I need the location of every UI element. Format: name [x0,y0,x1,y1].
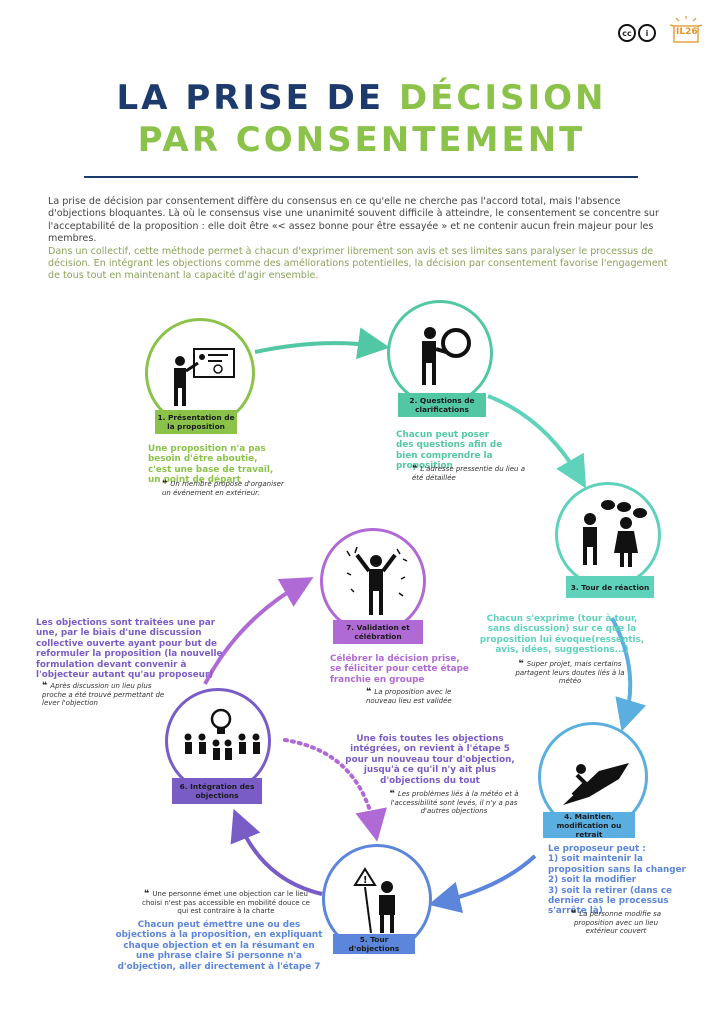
title-divider [84,176,638,178]
lightbulb-group-icon [184,708,260,760]
step-1-description: Une proposition n'a pas besoin d'être ab… [148,444,274,486]
step-2-quote-text: L'adresse pressentie du lieu a été détai… [412,465,526,482]
step-7-description: Célébrer la décision prise, se féliciter… [330,654,469,685]
magnifier-person-icon [422,327,471,385]
arrow-5-to-6 [230,808,323,896]
warning-sign-person-icon: ! [353,867,395,934]
step-7-circle [320,528,426,634]
step-5-quote: ❝Une personne émet une objection car le … [140,890,312,916]
step-3-description: Chacun s'exprime (tour à tour, sans disc… [479,614,645,656]
logo: IL26 [666,16,706,46]
step-2-description: Chacun peut poser des questions afin de … [396,430,503,472]
quote-icon: ❝ [162,479,168,489]
arrow-6-to-7 [203,577,314,685]
step-1-quote: ❝Un membre propose d'organiser un événem… [162,480,284,497]
license-badge: cc i [618,24,656,42]
title-part-green: DÉCISION [398,78,607,118]
quote-icon: ❝ [144,889,150,899]
quote-icon: ❝ [412,464,418,474]
page-title-line2: PAR CONSENTEMENT [137,120,586,160]
quote-icon: ❝ [366,687,372,697]
creative-commons-icon: cc [618,24,636,42]
quote-icon: ❝ [518,659,524,669]
step-6-quote: ❝Après discussion un lieu plus proche a … [42,682,166,708]
step-4-option-3: 3) soit la retirer (dans ce dernier cas … [548,885,673,917]
step-7-quote: ❝La proposition avec le nouveau lieu est… [366,688,476,705]
intro-text: La prise de décision par consentement di… [48,196,678,283]
step-3-circle [555,482,661,588]
step-1-label: 1. Présentation de la proposition [155,410,237,434]
discussion-people-icon [583,500,647,567]
step-3-label: 3. Tour de réaction [566,576,654,598]
page-title: LA PRISE DE DÉCISION [0,78,723,118]
loop-quote-text: Les problèmes liés à la météo et à l'acc… [390,790,519,816]
intro-paragraph-2: Dans un collectif, cette méthode permet … [48,245,668,282]
step-1-circle [145,318,255,428]
step-4-desc-intro: Le proposeur peut : [548,844,646,854]
logo-text: IL26 [676,27,698,37]
step-5-description: Chacun peut émettre une ou des objection… [115,920,323,972]
quote-icon: ❝ [389,789,395,799]
step-5-label: 5. Tour d'objections [333,934,415,954]
loop-description: Une fois toutes les objections intégrées… [345,734,515,786]
step-2-quote: ❝L'adresse pressentie du lieu a été déta… [412,465,532,482]
step-4-quote: ❝La personne modifie sa proposition avec… [560,910,672,936]
step-3-quote: ❝Super projet, mais certains partagent l… [510,660,630,686]
step-6-quote-text: Après discussion un lieu plus proche a é… [42,682,165,708]
celebration-person-icon [346,546,408,615]
arrow-3-to-4 [610,617,647,732]
step-6-label: 6. Intégration des objections [172,778,262,804]
step-4-option-2: 2) soit la modifier [548,875,637,886]
step-4-description: Le proposeur peut : 1) soit maintenir la… [548,844,698,917]
arrow-2-to-3 [487,394,587,489]
intro-paragraph-1: La prise de décision par consentement di… [48,196,659,245]
quote-icon: ❝ [570,909,577,919]
climber-icon [563,763,629,805]
arrow-1-to-2 [254,327,390,360]
step-7-label: 7. Validation et célébration [333,620,423,644]
presenter-icon [174,348,235,406]
step-6-description: Les objections sont traitées une par une… [36,618,223,681]
step-4-quote-text: La personne modifie sa proposition avec … [573,910,662,936]
step-7-quote-text: La proposition avec le nouveau lieu est … [366,688,452,705]
loop-quote: ❝Les problèmes liés à la météo et à l'ac… [384,790,524,816]
step-1-quote-text: Un membre propose d'organiser un événeme… [162,480,284,497]
step-4-option-1: 1) soit maintenir la proposition sans la… [548,854,686,875]
svg-text:!: ! [363,875,368,886]
step-3-quote-text: Super projet, mais certains partagent le… [515,660,625,686]
arrow-6-loop-to-5 [283,738,387,842]
arrow-4-to-5 [428,854,537,914]
step-5-quote-text: Une personne émet une objection car le l… [142,890,310,916]
quote-icon: ❝ [42,681,48,691]
step-4-label: 4. Maintien, modification ou retrait [543,812,635,839]
step-2-label: 2. Questions de clarifications [398,393,486,417]
step-6-circle [165,688,271,794]
step-2-circle [387,300,493,406]
attribution-icon: i [638,24,656,42]
title-part-dark: LA PRISE DE [116,78,385,118]
